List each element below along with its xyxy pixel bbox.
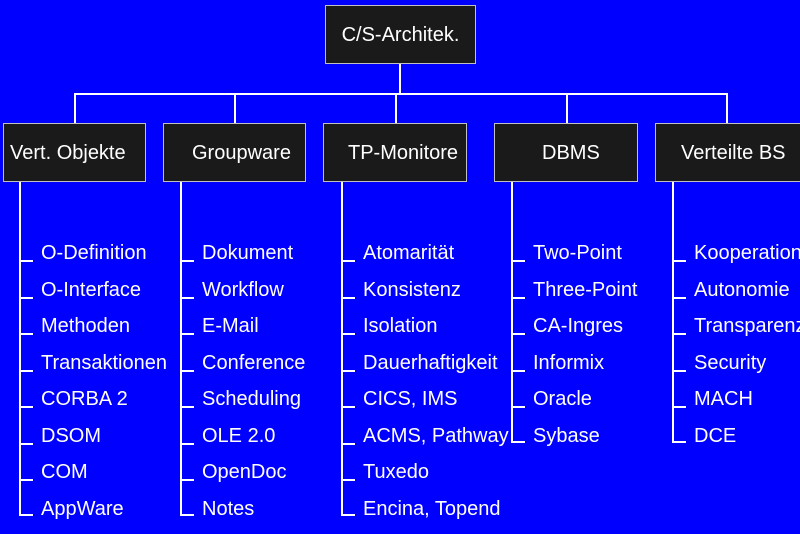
list-item: CICS, IMS <box>363 388 458 410</box>
list-spine-5 <box>672 182 674 442</box>
list-item: CORBA 2 <box>41 388 128 410</box>
item-tick <box>180 297 194 299</box>
list-item: Notes <box>202 498 255 520</box>
item-tick <box>672 297 686 299</box>
item-tick <box>511 333 525 335</box>
drop-connector-1 <box>74 93 76 124</box>
list-item: OLE 2.0 <box>202 425 276 447</box>
item-tick <box>19 370 33 372</box>
item-tick <box>180 333 194 335</box>
item-tick <box>341 260 355 262</box>
item-tick <box>341 333 355 335</box>
list-item: Sybase <box>533 425 600 447</box>
category-label: Verteilte BS <box>681 141 786 164</box>
category-tp-monitore: TP-Monitore <box>323 123 467 182</box>
list-item: Conference <box>202 352 306 374</box>
list-item: DCE <box>694 425 737 447</box>
item-tick <box>19 260 33 262</box>
list-item: O-Definition <box>41 242 147 264</box>
item-tick <box>341 297 355 299</box>
item-tick <box>180 370 194 372</box>
category-dbms: DBMS <box>494 123 638 182</box>
item-tick <box>180 443 194 445</box>
item-tick <box>511 441 525 443</box>
list-item: CA-Ingres <box>533 315 624 337</box>
item-tick <box>341 443 355 445</box>
item-tick <box>19 443 33 445</box>
list-spine-2 <box>180 182 182 515</box>
list-item: Scheduling <box>202 388 301 410</box>
category-vert-objekte: Vert. Objekte <box>3 123 146 182</box>
item-tick <box>19 333 33 335</box>
category-label: Groupware <box>192 141 291 164</box>
item-tick <box>672 370 686 372</box>
list-item: COM <box>41 461 88 483</box>
list-item: Kooperation <box>694 242 800 264</box>
list-item: Two-Point <box>533 242 622 264</box>
item-tick <box>672 260 686 262</box>
item-tick <box>180 406 194 408</box>
root-label: C/S-Architek. <box>341 23 460 46</box>
item-tick <box>511 370 525 372</box>
item-tick <box>19 514 33 516</box>
list-item: Transaktionen <box>41 352 167 374</box>
list-item: Autonomie <box>694 279 790 301</box>
category-label: DBMS <box>542 141 600 164</box>
list-item: Methoden <box>41 315 130 337</box>
category-groupware: Groupware <box>163 123 306 182</box>
category-label: TP-Monitore <box>348 141 459 164</box>
item-tick <box>511 260 525 262</box>
list-item: Security <box>694 352 767 374</box>
list-item: ACMS, Pathway <box>363 425 509 447</box>
root-connector <box>399 64 401 94</box>
item-tick <box>511 406 525 408</box>
category-label: Vert. Objekte <box>10 141 126 164</box>
drop-connector-4 <box>566 93 568 124</box>
drop-connector-2 <box>234 93 236 124</box>
drop-connector-3 <box>395 93 397 124</box>
list-item: Atomarität <box>363 242 455 264</box>
list-item: Oracle <box>533 388 592 410</box>
list-item: AppWare <box>41 498 124 520</box>
item-tick <box>341 370 355 372</box>
item-tick <box>672 441 686 443</box>
item-tick <box>180 260 194 262</box>
item-tick <box>180 514 194 516</box>
item-tick <box>19 406 33 408</box>
item-tick <box>341 479 355 481</box>
item-tick <box>672 333 686 335</box>
list-item: DSOM <box>41 425 101 447</box>
list-item: Konsistenz <box>363 279 461 301</box>
list-item: Informix <box>533 352 605 374</box>
list-item: Dokument <box>202 242 294 264</box>
list-item: OpenDoc <box>202 461 287 483</box>
root-node: C/S-Architek. <box>325 5 476 64</box>
list-item: O-Interface <box>41 279 142 301</box>
item-tick <box>19 479 33 481</box>
item-tick <box>180 479 194 481</box>
item-tick <box>19 297 33 299</box>
list-item: Three-Point <box>533 279 638 301</box>
item-tick <box>511 297 525 299</box>
horizontal-connector <box>74 93 726 95</box>
item-tick <box>341 514 355 516</box>
list-item: Transparenz <box>694 315 800 337</box>
list-item: E-Mail <box>202 315 259 337</box>
list-spine-4 <box>511 182 513 442</box>
list-spine-1 <box>19 182 21 515</box>
category-verteilte-bs: Verteilte BS <box>655 123 800 182</box>
list-item: Tuxedo <box>363 461 429 483</box>
item-tick <box>341 406 355 408</box>
list-item: Workflow <box>202 279 284 301</box>
list-item: Isolation <box>363 315 438 337</box>
list-item: Dauerhaftigkeit <box>363 352 498 374</box>
item-tick <box>672 406 686 408</box>
drop-connector-5 <box>726 93 728 124</box>
list-spine-3 <box>341 182 343 515</box>
list-item: MACH <box>694 388 753 410</box>
list-item: Encina, Topend <box>363 498 501 520</box>
